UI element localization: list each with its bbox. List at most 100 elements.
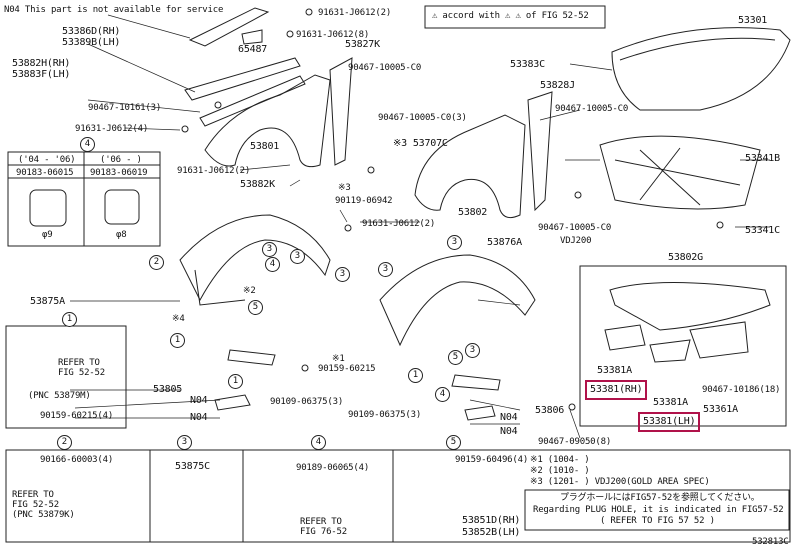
hood-insulator bbox=[599, 135, 761, 210]
part-label[interactable]: 53301 bbox=[738, 15, 768, 26]
callout-circle[interactable]: 4 bbox=[435, 387, 450, 402]
n04-label: N04 bbox=[500, 426, 518, 437]
part-label[interactable]: 90109-06375(3) bbox=[270, 397, 344, 407]
part-label[interactable]: 91631-J0612(2) bbox=[177, 166, 251, 176]
callout-circle[interactable]: 5 bbox=[448, 350, 463, 365]
part-label[interactable]: 53386D(RH) bbox=[62, 26, 121, 37]
part-label[interactable]: 90159-60215 bbox=[318, 364, 376, 374]
part-label[interactable]: 53341C bbox=[745, 225, 780, 236]
n04-label: N04 bbox=[500, 412, 518, 423]
refer-text: REFER TO bbox=[12, 490, 54, 500]
refer-fig[interactable]: FIG 52-52 bbox=[12, 500, 59, 510]
part-label[interactable]: 53828J bbox=[540, 80, 575, 91]
dimension-label: φ8 bbox=[116, 230, 127, 240]
part-label[interactable]: 53875C bbox=[175, 461, 210, 472]
dimension-label: φ9 bbox=[42, 230, 53, 240]
part-label[interactable]: 53801 bbox=[250, 141, 280, 152]
callout-circle[interactable]: 3 bbox=[465, 343, 480, 358]
part-label[interactable]: 53383C bbox=[510, 59, 545, 70]
molding-strip bbox=[188, 7, 270, 47]
panel-circle: 2 bbox=[57, 435, 72, 450]
part-label[interactable]: 53851D(RH) bbox=[462, 515, 521, 526]
front-fender-right bbox=[414, 114, 526, 219]
part-label[interactable]: 53806 bbox=[535, 405, 565, 416]
fender-seal-strip bbox=[184, 57, 301, 101]
part-label[interactable]: 53381A bbox=[597, 365, 632, 376]
footnote: ※3 (1201- ) VDJ200(GOLD AREA SPEC) bbox=[530, 477, 710, 487]
highlight-box-lh bbox=[638, 412, 700, 432]
part-label[interactable]: 90183-06015 bbox=[16, 168, 74, 178]
part-label[interactable]: 90159-60496(4) bbox=[455, 455, 529, 465]
bracket-53806 bbox=[451, 374, 501, 391]
part-label[interactable]: 53361A bbox=[703, 404, 738, 415]
callout-circle[interactable]: 2 bbox=[149, 255, 164, 270]
callout-circle[interactable]: 3 bbox=[335, 267, 350, 282]
part-label[interactable]: 53827K bbox=[345, 39, 380, 50]
part-label[interactable]: 53876A bbox=[487, 237, 522, 248]
refer-fig[interactable]: FIG 52-52 bbox=[58, 368, 105, 378]
part-label[interactable]: 53875A bbox=[30, 296, 65, 307]
part-label[interactable]: 90119-06942 bbox=[335, 196, 393, 206]
engine-undercover bbox=[609, 282, 771, 331]
front-fender-left bbox=[204, 74, 331, 168]
n04-label: N04 bbox=[190, 395, 208, 406]
inset-circle: 1 bbox=[62, 312, 77, 327]
part-label[interactable]: 91631-J0612(4) bbox=[75, 124, 149, 134]
note-marker: ※4 bbox=[172, 314, 185, 324]
part-label[interactable]: 53341B bbox=[745, 153, 780, 164]
part-label[interactable]: 90467-10186(18) bbox=[702, 385, 781, 395]
fender-bracket bbox=[329, 57, 353, 166]
part-label[interactable]: 90109-06375(3) bbox=[348, 410, 422, 420]
fender-bracket-right bbox=[527, 91, 553, 212]
part-label[interactable]: 53883F(LH) bbox=[12, 69, 71, 80]
part-label[interactable]: 53802G bbox=[668, 252, 703, 263]
callout-circle[interactable]: 1 bbox=[408, 368, 423, 383]
part-label[interactable]: 90467-10005-C0 bbox=[538, 223, 612, 233]
part-label[interactable]: 53389B(LH) bbox=[62, 37, 121, 48]
pnc-text: (PNC 53879M) bbox=[28, 391, 91, 401]
callout-circle[interactable]: 3 bbox=[378, 262, 393, 277]
callout-circle[interactable]: 5 bbox=[248, 300, 263, 315]
part-label[interactable]: 91631-J0612(2) bbox=[362, 219, 436, 229]
note-marker: ※2 bbox=[243, 286, 256, 296]
part-label[interactable]: 90189-06065(4) bbox=[296, 463, 370, 473]
callout-circle[interactable]: 1 bbox=[170, 333, 185, 348]
pnc-text: (PNC 53879K) bbox=[12, 510, 75, 520]
n04-label: N04 bbox=[190, 412, 208, 423]
part-label[interactable]: 90159-60215(4) bbox=[40, 411, 114, 421]
callout-circle[interactable]: 3 bbox=[447, 235, 462, 250]
callout-circle[interactable]: 3 bbox=[290, 249, 305, 264]
callout-circle[interactable]: 4 bbox=[265, 257, 280, 272]
part-label[interactable]: 53805 bbox=[153, 384, 183, 395]
en-note-refer[interactable]: ( REFER TO FIG 57 52 ) bbox=[600, 516, 715, 526]
callout-circle[interactable]: 1 bbox=[228, 374, 243, 389]
part-label[interactable]: 91631-J0612(2) bbox=[318, 8, 392, 18]
part-label[interactable]: 90467-09050(8) bbox=[538, 437, 612, 447]
panel-circle: 3 bbox=[177, 435, 192, 450]
highlight-box-rh bbox=[585, 380, 647, 400]
part-label[interactable]: 53882H(RH) bbox=[12, 58, 71, 69]
part-label[interactable]: 90183-06019 bbox=[90, 168, 148, 178]
note-marker: ※3 bbox=[338, 183, 351, 193]
splash-shield-53361A bbox=[689, 321, 749, 359]
part-label[interactable]: 90467-10005-C0 bbox=[348, 63, 422, 73]
part-label[interactable]: 53882K bbox=[240, 179, 275, 190]
part-label[interactable]: 90467-10161(3) bbox=[88, 103, 162, 113]
part-label[interactable]: 53802 bbox=[458, 207, 488, 218]
footnote: ※2 (1010- ) bbox=[530, 466, 590, 476]
part-label[interactable]: 53381A bbox=[653, 397, 688, 408]
part-label[interactable]: 53852B(LH) bbox=[462, 527, 521, 538]
part-label[interactable]: 90166-60003(4) bbox=[40, 455, 114, 465]
part-label[interactable]: 90467-10005-C0(3) bbox=[378, 113, 467, 123]
fender-seal-strip-2 bbox=[199, 75, 306, 127]
part-label[interactable]: 90467-10005-C0 bbox=[555, 104, 629, 114]
callout-circle[interactable]: 3 bbox=[262, 242, 277, 257]
part-label-highlighted[interactable]: 53381(RH) bbox=[590, 384, 643, 395]
panel-circle: 5 bbox=[446, 435, 461, 450]
part-label-highlighted[interactable]: 53381(LH) bbox=[643, 416, 696, 427]
part-label[interactable]: 91631-J0612(8) bbox=[296, 30, 370, 40]
part-label[interactable]: ※3 53707C bbox=[393, 138, 448, 149]
part-label[interactable]: 65487 bbox=[238, 44, 268, 55]
panel-circle: 4 bbox=[311, 435, 326, 450]
refer-fig[interactable]: FIG 76-52 bbox=[300, 527, 347, 537]
